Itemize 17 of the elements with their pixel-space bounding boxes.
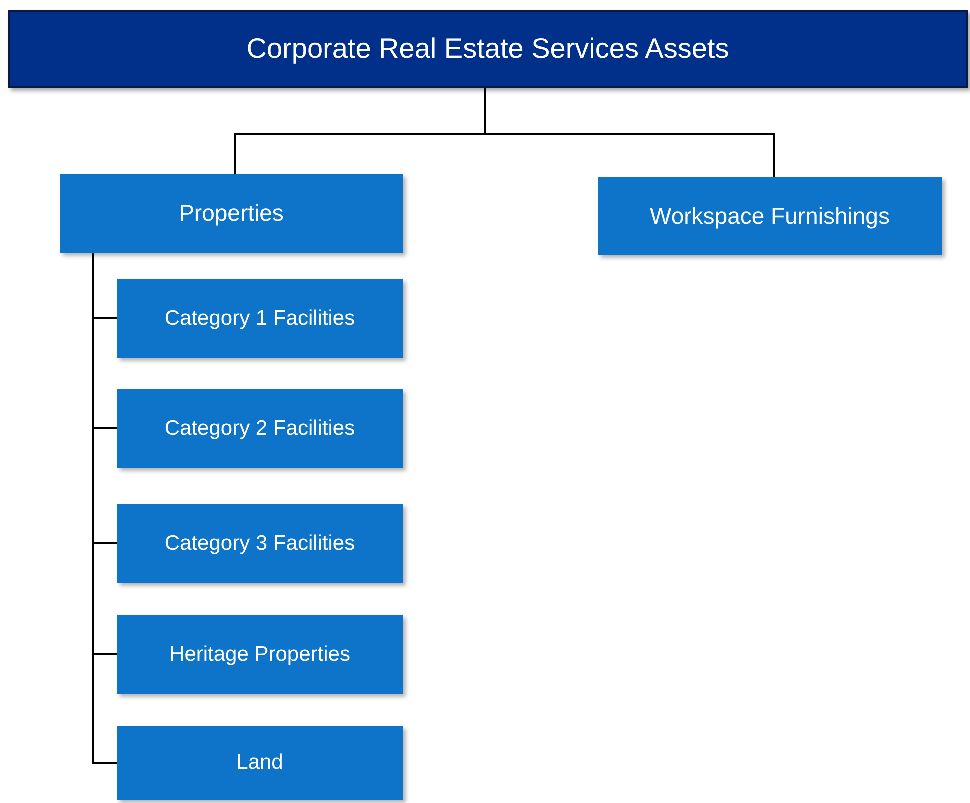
category-box <box>117 615 403 694</box>
category-box <box>598 177 942 255</box>
category-box <box>117 279 403 358</box>
title-box <box>8 10 968 88</box>
category-box <box>117 726 403 800</box>
category-box <box>117 504 403 583</box>
box-label: Corporate Real Estate Services Assets <box>246 32 730 66</box>
box-label: Category 1 Facilities <box>164 306 356 332</box>
box-label: Properties <box>179 199 284 228</box>
connector-line <box>484 88 775 177</box>
category-box <box>117 389 403 468</box>
category-box <box>60 174 403 253</box>
box-label: Category 2 Facilities <box>164 416 356 442</box>
box-label: Heritage Properties <box>170 642 350 668</box>
box-label: Workspace Furnishings <box>650 202 890 231</box>
box-label: Land <box>236 750 284 776</box>
box-label: Category 3 Facilities <box>164 530 356 557</box>
